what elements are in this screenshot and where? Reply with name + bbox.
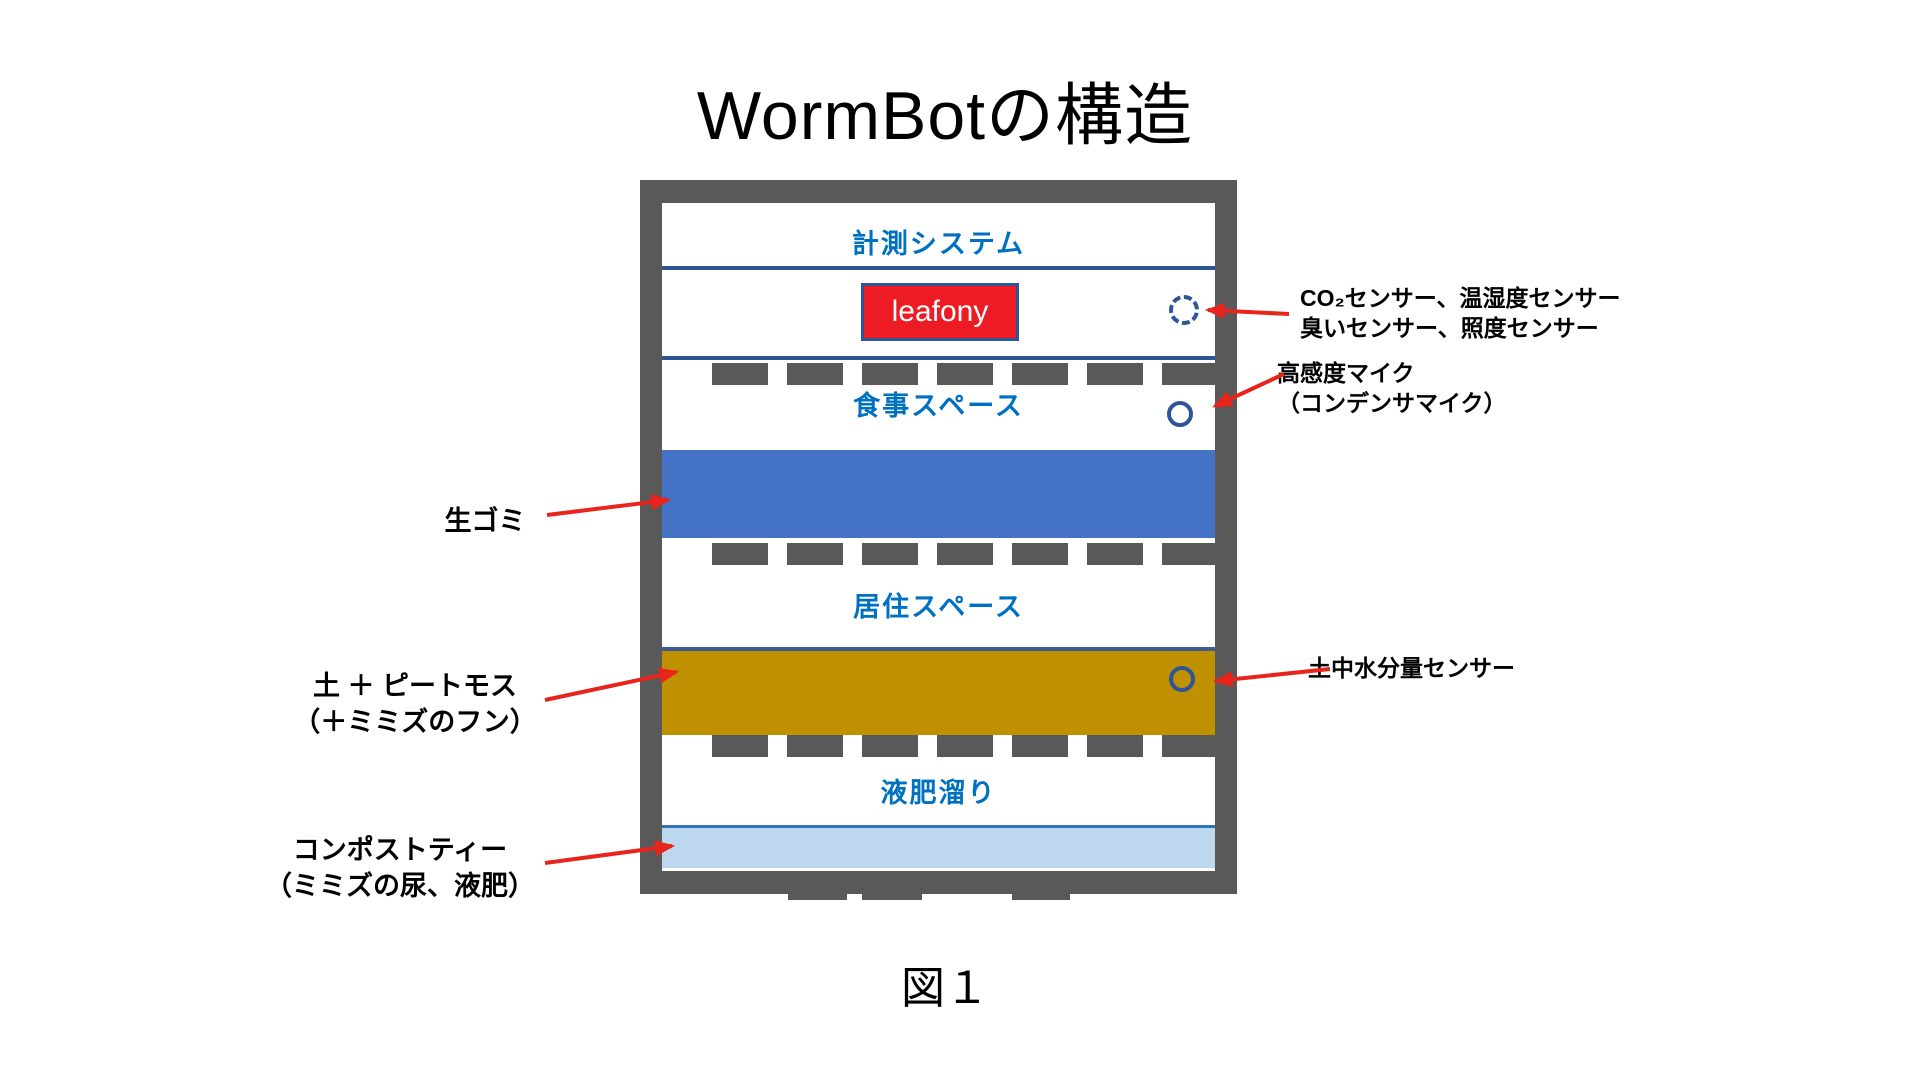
label-food-waste: 生ゴミ xyxy=(410,503,560,539)
label-compost-tea: コンポストティー （ミミズの尿、液肥） xyxy=(250,832,550,904)
air-sensor-marker-icon xyxy=(1169,295,1199,325)
note-microphone: 高感度マイク （コンデンサマイク） xyxy=(1277,358,1507,418)
section-title-living: 居住スペース xyxy=(853,592,1024,622)
label-line: 土 ＋ ピートモス xyxy=(312,671,517,701)
frame-top-wall xyxy=(640,180,1237,203)
frame-bottom-tab xyxy=(1012,894,1070,900)
frame-bottom-tab xyxy=(862,894,922,900)
measurement-bottom-rule xyxy=(662,356,1215,360)
note-line: 高感度マイク xyxy=(1277,360,1415,386)
label-line: 生ゴミ xyxy=(444,506,526,536)
food-waste-bar xyxy=(662,450,1215,538)
tray-divider xyxy=(662,543,1215,565)
note-air-sensors: CO₂センサー、温湿度センサー 臭いセンサー、照度センサー xyxy=(1300,283,1621,343)
soil-bar xyxy=(662,647,1215,735)
frame-bottom-tab xyxy=(788,894,847,900)
note-line: （コンデンサマイク） xyxy=(1277,390,1507,416)
page-title: WormBotの構造 xyxy=(696,78,1194,154)
leafony-board: leafony xyxy=(861,283,1019,341)
frame-bottom-wall xyxy=(640,871,1237,894)
label-soil-peatmoss: 土 ＋ ピートモス （＋ミミズのフン） xyxy=(265,668,565,740)
section-title-leachate: 液肥溜り xyxy=(880,778,997,808)
label-line: （ミミズの尿、液肥） xyxy=(265,871,535,901)
tray-divider xyxy=(662,735,1215,757)
leafony-label: leafony xyxy=(891,295,989,328)
frame-right-wall xyxy=(1215,180,1237,894)
compost-tea-bar xyxy=(662,825,1215,868)
soil-moisture-marker-icon xyxy=(1169,666,1195,692)
figure-caption: 図１ xyxy=(901,964,989,1013)
label-line: （＋ミミズのフン） xyxy=(293,707,537,737)
note-line: 臭いセンサー、照度センサー xyxy=(1300,315,1599,341)
divider-slots xyxy=(712,363,1215,385)
microphone-marker-icon xyxy=(1167,401,1193,427)
note-line: 土中水分量センサー xyxy=(1308,655,1515,681)
label-line: コンポストティー xyxy=(292,835,508,865)
measurement-top-rule xyxy=(662,266,1215,270)
section-title-feeding: 食事スペース xyxy=(853,391,1024,421)
note-soil-moisture: 土中水分量センサー xyxy=(1308,653,1515,683)
divider-slots xyxy=(712,735,1215,757)
frame-left-wall xyxy=(640,180,662,894)
divider-slots xyxy=(712,543,1215,565)
tray-divider xyxy=(662,363,1215,385)
section-title-measurement: 計測システム xyxy=(851,229,1026,259)
note-line: CO₂センサー、温湿度センサー xyxy=(1300,285,1621,311)
